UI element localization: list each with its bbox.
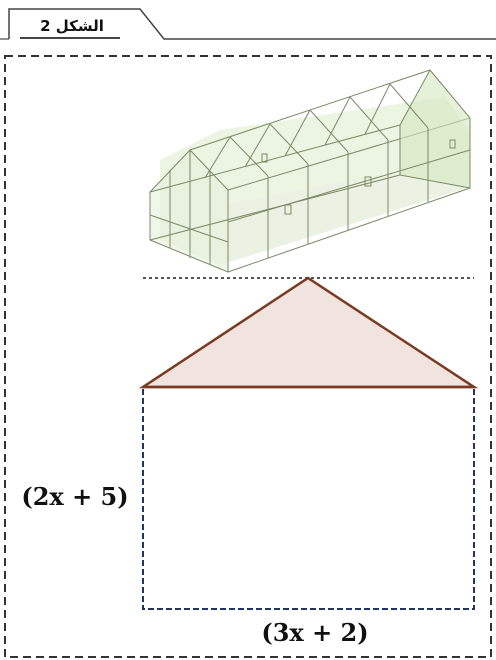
roof-triangle	[138, 276, 479, 389]
figure-tab: الشكل 2	[0, 8, 496, 40]
wall-rectangle	[142, 386, 475, 610]
width-label: (3x + 2)	[261, 618, 368, 647]
figure-tab-label: الشكل 2	[40, 17, 104, 35]
height-label: (2x + 5)	[21, 482, 128, 511]
dashed-frame	[4, 55, 492, 658]
greenhouse-illustration	[149, 69, 471, 273]
